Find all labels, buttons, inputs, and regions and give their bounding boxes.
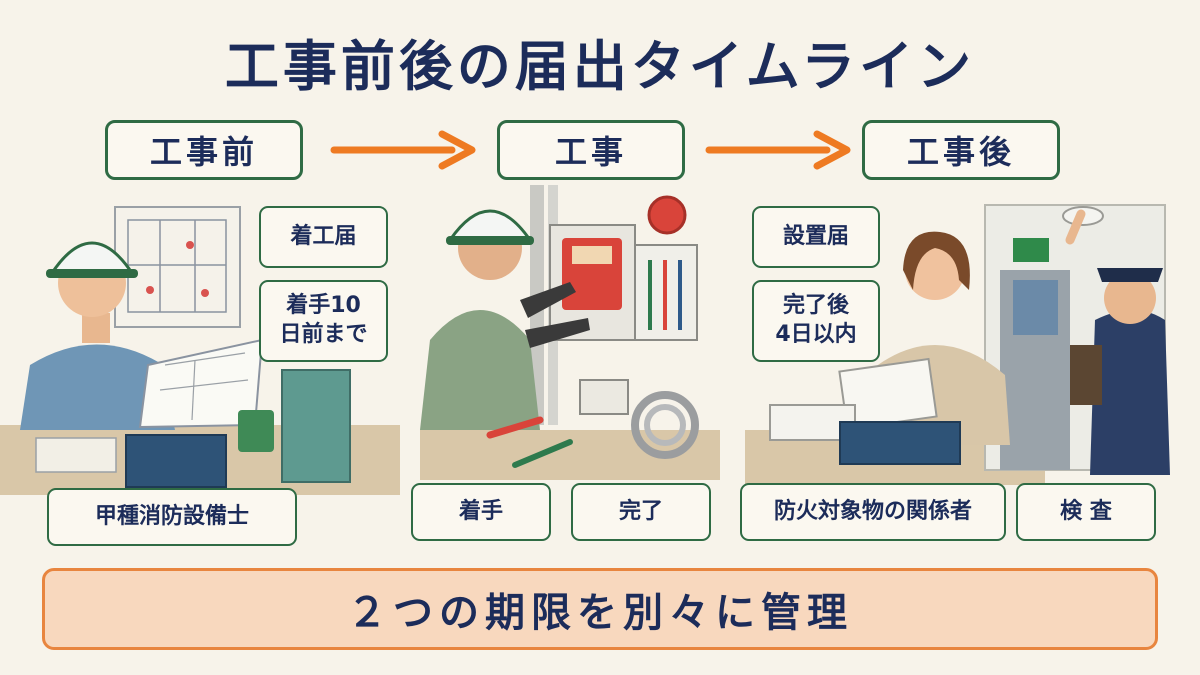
milestone-tag-start: 着手: [411, 483, 551, 541]
engineer-plans-illustration: [0, 206, 400, 495]
role-tag-owner: 防火対象物の関係者: [740, 483, 1006, 541]
notice-tag-install: 設置届: [752, 206, 880, 268]
milestone-tag-finish: 完了: [571, 483, 711, 541]
phase-after: 工事後: [862, 120, 1060, 180]
worker-panel-illustration: [420, 185, 720, 480]
arrow-right-icon: [330, 130, 476, 170]
arrow-right-icon: [705, 130, 851, 170]
deadline-after-line2: 4日以内: [775, 322, 857, 347]
deadline-before-line2: 日前まで: [279, 322, 368, 347]
role-tag-engineer: 甲種消防設備士: [47, 488, 297, 546]
phase-before: 工事前: [105, 120, 303, 180]
summary-banner: ２つの期限を別々に管理: [42, 568, 1158, 650]
inspection-tag: 検 査: [1016, 483, 1156, 541]
deadline-tag-after: 完了後 4日以内: [752, 280, 880, 362]
page-title: 工事前後の届出タイムライン: [224, 35, 976, 98]
deadline-after-line1: 完了後: [782, 293, 849, 319]
deadline-tag-before: 着手10 日前まで: [259, 280, 388, 362]
notice-tag-start: 着工届: [259, 206, 388, 268]
inspection-illustration: [745, 204, 1170, 485]
deadline-before-line1: 着手10: [286, 293, 361, 319]
phase-during: 工事: [497, 120, 685, 180]
